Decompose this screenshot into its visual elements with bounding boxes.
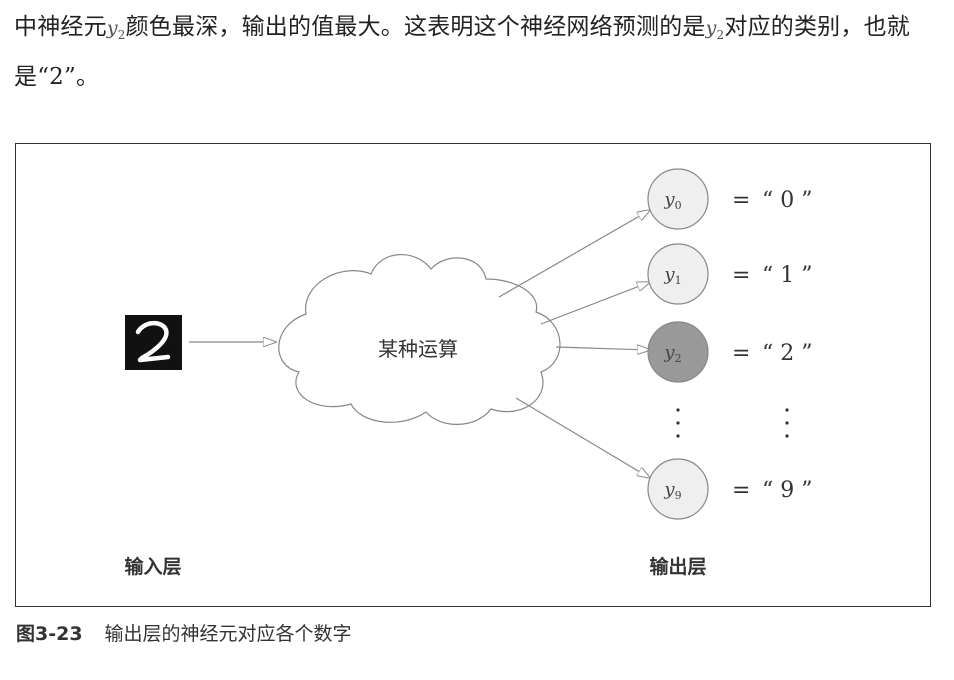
- arrow-to-y2: [555, 347, 650, 350]
- svg-text:y1: y1: [663, 264, 681, 287]
- ellipsis-nodes: [676, 408, 680, 438]
- output-layer-label: 输出层: [649, 555, 706, 578]
- output-node-y1: y1: [647, 243, 709, 305]
- equals-y1: =: [732, 263, 750, 288]
- para-text-2: 颜色最深，输出的值最大。这表明这个神经网络预测的是: [125, 14, 706, 40]
- equals-y0: =: [732, 188, 750, 213]
- figure-frame: 某种运算 y0 = “ 0 ” y1 = “ 1 ” y2 = “ 2 ”: [15, 143, 931, 607]
- equals-y2: =: [732, 341, 750, 366]
- input-layer-label: 输入层: [124, 555, 181, 578]
- output-node-y0: y0: [647, 168, 709, 230]
- svg-text:y9: y9: [663, 479, 681, 502]
- arrow-to-y1: [540, 282, 650, 325]
- equals-y9: =: [732, 478, 750, 503]
- para-text-3: 对应的类别，也就是“2”。: [14, 14, 910, 90]
- ellipsis-values: [785, 408, 789, 438]
- arrow-to-y9: [515, 397, 650, 478]
- value-y2: “ 2 ”: [762, 341, 812, 366]
- value-y9: “ 9 ”: [762, 478, 812, 503]
- network-diagram: 某种运算 y0 = “ 0 ” y1 = “ 1 ” y2 = “ 2 ”: [124, 168, 812, 578]
- value-y1: “ 1 ”: [762, 263, 812, 288]
- cloud-label: 某种运算: [378, 337, 458, 361]
- figure-number: 图3-23: [16, 623, 83, 645]
- output-node-y9: y9: [647, 458, 709, 520]
- figure-caption: 图3-23 输出层的神经元对应各个数字: [16, 619, 352, 646]
- body-paragraph: 中神经元y2颜色最深，输出的值最大。这表明这个神经网络预测的是y2对应的类别，也…: [14, 6, 939, 98]
- math-variable-y2: y2: [106, 17, 126, 42]
- input-digit-image: [125, 315, 182, 370]
- math-variable-y2-second: y2: [705, 17, 725, 42]
- para-text-1: 中神经元: [14, 14, 107, 40]
- value-y0: “ 0 ”: [762, 188, 812, 213]
- output-node-y2: y2: [647, 321, 709, 383]
- arrow-to-y0: [498, 210, 650, 298]
- cloud-shape: [278, 254, 561, 425]
- svg-text:y2: y2: [663, 342, 681, 365]
- caption-text: 输出层的神经元对应各个数字: [104, 623, 352, 645]
- svg-text:y0: y0: [663, 189, 681, 212]
- digit-stroke: [135, 320, 171, 363]
